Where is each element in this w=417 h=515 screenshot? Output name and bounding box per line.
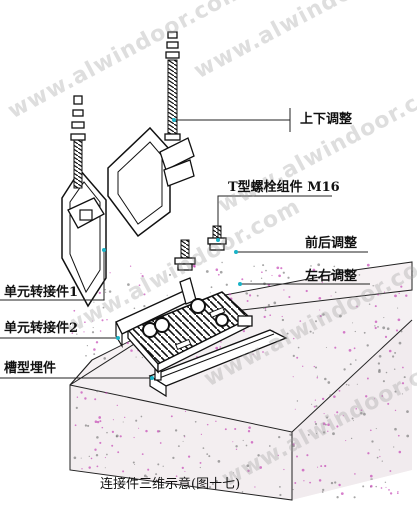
label-slot-embed: 槽型埋件 [4,361,57,376]
label-up-down-adjust: 上下调整 [300,112,353,127]
label-unit-adapter-2: 单元转接件2 [4,321,79,336]
unit-adapter-1 [61,95,107,308]
unit-adapter-1-upper [107,31,195,238]
concrete-block [69,261,413,501]
figure-caption: 连接件三维示意(图十七) [100,477,241,492]
label-unit-adapter-1: 单元转接件1 [4,285,79,300]
label-t-bolt-assembly: T型螺栓组件 M16 [228,180,340,195]
slot-embed-channel [148,329,288,398]
label-front-back-adjust: 前后调整 [305,236,358,251]
label-left-right-adjust: 左右调整 [305,269,358,284]
leader-lines [0,108,370,379]
accent-dots [102,118,242,380]
unit-adapter-2-bracket [115,277,253,349]
